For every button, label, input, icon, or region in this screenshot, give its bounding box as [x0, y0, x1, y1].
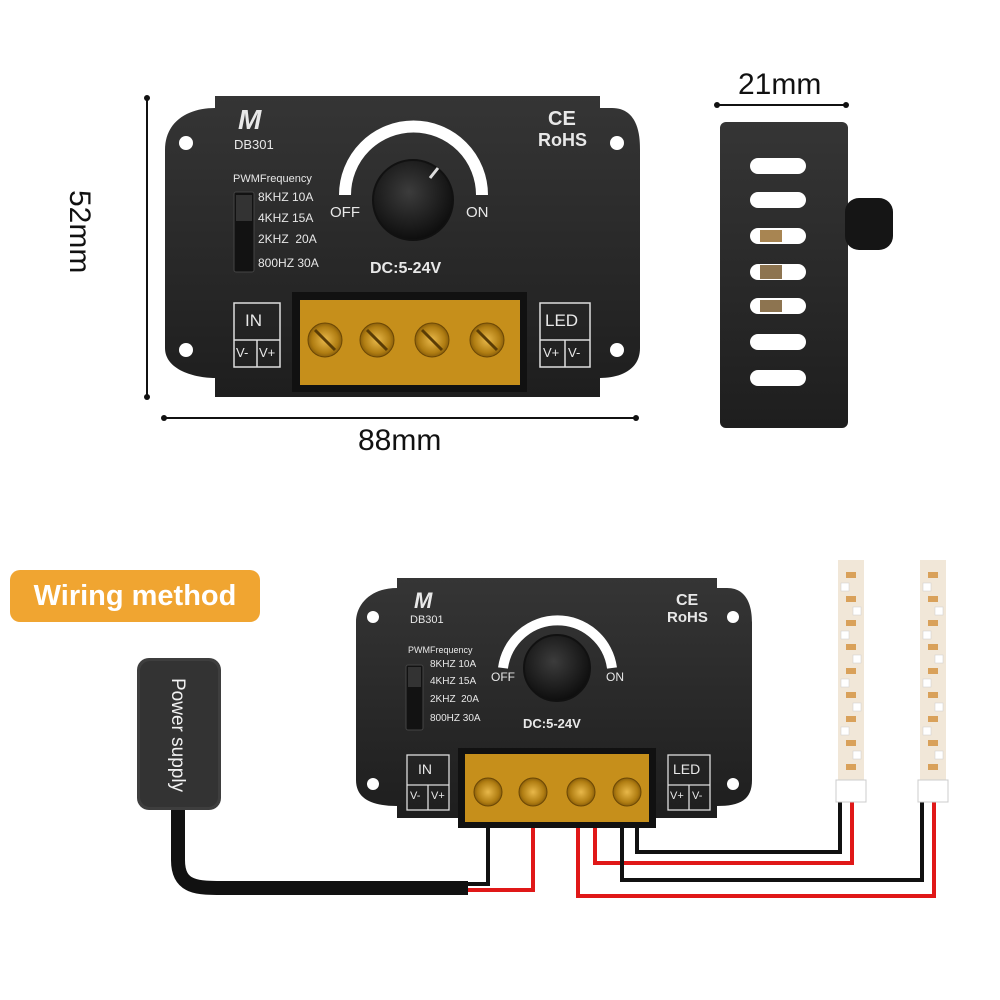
power-supply	[137, 658, 221, 810]
pwm-option: 4KHZ 15A	[258, 211, 314, 225]
knob-off-label: OFF	[491, 670, 515, 684]
led-terminal-label: V+	[670, 790, 684, 802]
pwm-option: 800HZ 30A	[430, 713, 481, 724]
mount-hole	[610, 136, 624, 150]
dimmer-device-bottom	[356, 578, 752, 828]
led-label: LED	[545, 311, 579, 330]
led-terminal-label: V-	[568, 345, 581, 360]
power-supply-label: Power supply	[167, 678, 188, 793]
pwm-title: PWMFrequency	[408, 645, 473, 655]
mount-hole	[727, 778, 739, 790]
height-label: 52mm	[63, 190, 96, 274]
in-terminal-label: V-	[236, 345, 249, 360]
voltage-label: DC:5-24V	[523, 716, 581, 731]
knob-arc	[339, 120, 488, 196]
width-label: 88mm	[358, 424, 442, 457]
dimmer-device-side	[720, 122, 893, 428]
voltage-label: DC:5-24V	[370, 260, 442, 277]
in-label: IN	[245, 311, 262, 330]
mount-hole	[367, 611, 379, 623]
knob-on-label: ON	[466, 204, 489, 221]
in-terminal-label: V+	[259, 345, 276, 360]
led-strips	[835, 560, 949, 803]
wiring-method-badge: Wiring method	[10, 570, 260, 622]
dimmer-knob	[523, 634, 591, 702]
height-dimension-line	[144, 95, 150, 400]
knob-off-label: OFF	[330, 204, 360, 221]
rohs-mark: RoHS	[538, 130, 587, 150]
model-label: DB301	[410, 614, 444, 626]
width-dimension-line	[161, 415, 639, 421]
pwm-title: PWMFrequency	[233, 173, 312, 185]
rohs-mark: RoHS	[667, 609, 708, 626]
depth-dimension-line	[714, 102, 849, 108]
led-terminal-label: V+	[543, 345, 560, 360]
brand-logo: M	[238, 104, 262, 135]
depth-label: 21mm	[738, 68, 822, 101]
side-knob	[845, 198, 893, 250]
led-terminal-label: V-	[692, 790, 703, 802]
in-terminal-label: V+	[431, 790, 445, 802]
mount-hole	[179, 343, 193, 357]
led-label: LED	[673, 761, 701, 777]
pwm-option: 8KHZ 10A	[258, 190, 314, 204]
pwm-option: 800HZ 30A	[258, 256, 319, 270]
pwm-option: 2KHZ 20A	[258, 232, 317, 246]
dimmer-knob	[372, 159, 454, 241]
model-label: DB301	[234, 137, 274, 152]
mount-hole	[367, 778, 379, 790]
ce-mark: CE	[548, 108, 576, 130]
dimmer-device-top	[165, 96, 640, 397]
in-terminal-label: V-	[410, 790, 421, 802]
pwm-option: 4KHZ 15A	[430, 676, 477, 687]
pwm-option: 8KHZ 10A	[430, 659, 477, 670]
terminal-screws	[307, 322, 505, 358]
pwm-option: 2KHZ 20A	[430, 694, 479, 705]
wires	[171, 800, 936, 898]
ce-mark: CE	[676, 592, 699, 609]
mount-hole	[179, 136, 193, 150]
brand-logo: M	[414, 588, 433, 613]
mount-hole	[727, 611, 739, 623]
in-label: IN	[418, 761, 432, 777]
mount-hole	[610, 343, 624, 357]
knob-on-label: ON	[606, 670, 624, 684]
